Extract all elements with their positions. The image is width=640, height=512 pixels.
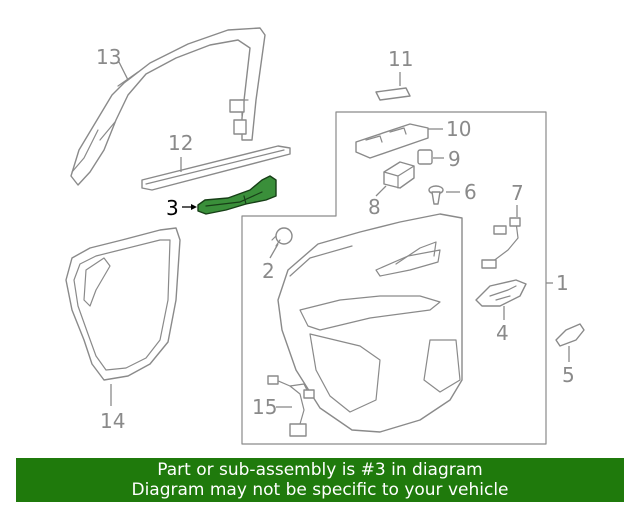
part-15-wire-harness[interactable] xyxy=(267,375,315,437)
part-2-push-pin[interactable] xyxy=(271,227,293,247)
leader-8 xyxy=(375,185,387,197)
part-7-cable[interactable] xyxy=(481,217,521,269)
part-8-bracket[interactable] xyxy=(383,161,415,189)
callout-8: 8 xyxy=(368,195,381,219)
callout-5: 5 xyxy=(562,363,575,387)
leader-2 xyxy=(269,243,279,259)
part-info-banner: Part or sub-assembly is #3 in diagram Di… xyxy=(16,458,624,502)
part-13-door-frame[interactable] xyxy=(70,27,266,186)
banner-line-1: Part or sub-assembly is #3 in diagram xyxy=(157,460,483,480)
callout-9: 9 xyxy=(448,147,461,171)
callout-4: 4 xyxy=(496,321,509,345)
door-trim-panel[interactable] xyxy=(277,213,463,433)
callout-11: 11 xyxy=(388,47,413,71)
part-11-cover[interactable] xyxy=(375,87,411,101)
part-4-door-handle[interactable] xyxy=(475,279,527,307)
assembly-1-box xyxy=(241,111,547,445)
callout-14: 14 xyxy=(100,409,125,433)
callout-15: 15 xyxy=(252,395,277,419)
callout-3: 3 xyxy=(166,196,179,220)
arrow-3 xyxy=(191,204,197,210)
callout-7: 7 xyxy=(511,181,524,205)
part-9-clip[interactable] xyxy=(417,149,433,165)
callout-10: 10 xyxy=(446,117,471,141)
part-6-fastener[interactable] xyxy=(428,185,444,205)
part-12-channel-strip[interactable] xyxy=(141,145,291,191)
part-3-highlighted-bracket[interactable] xyxy=(197,175,277,215)
leader-13 xyxy=(118,61,129,81)
part-10-window-switch[interactable] xyxy=(355,123,429,159)
part-5-trim-cover[interactable] xyxy=(555,323,585,347)
callout-6: 6 xyxy=(464,180,477,204)
callout-1: 1 xyxy=(556,271,569,295)
callout-12: 12 xyxy=(168,131,193,155)
banner-line-2: Diagram may not be specific to your vehi… xyxy=(131,480,509,500)
callout-13: 13 xyxy=(96,45,121,69)
callout-2: 2 xyxy=(262,259,275,283)
part-14-water-deflector[interactable] xyxy=(65,227,181,381)
